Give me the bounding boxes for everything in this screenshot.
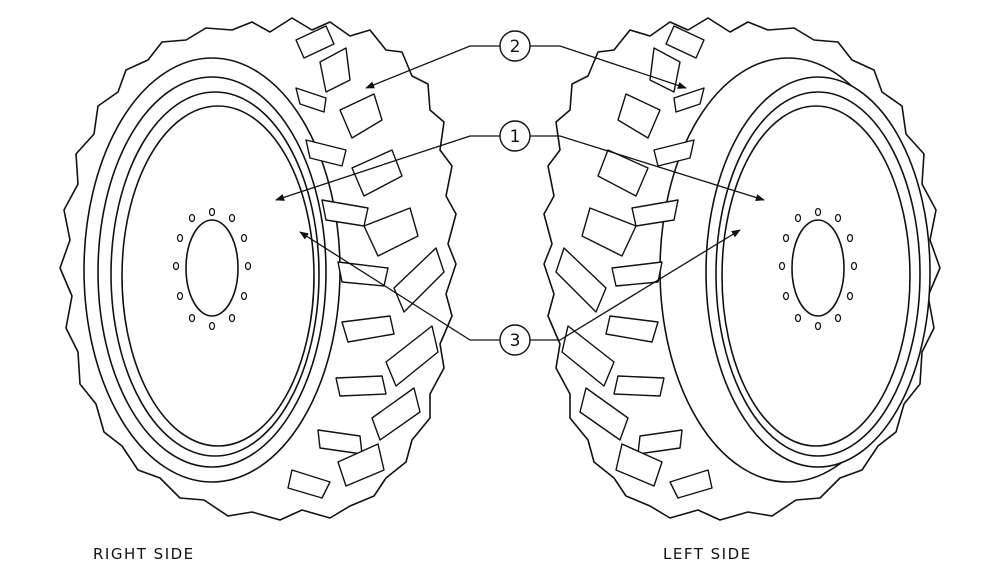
left-hub bbox=[791, 219, 845, 317]
callout-2: 2 bbox=[499, 30, 531, 62]
callout-1-label: 1 bbox=[510, 127, 521, 147]
left-side-tire bbox=[543, 17, 941, 521]
callout-2-label: 2 bbox=[510, 37, 521, 57]
callout-1: 1 bbox=[499, 120, 531, 152]
leader-3-right bbox=[299, 231, 500, 341]
leader-1-right bbox=[275, 135, 500, 201]
leader-3-left bbox=[530, 229, 741, 341]
right-lug-holes bbox=[172, 207, 252, 331]
left-lug-holes bbox=[778, 207, 858, 331]
left-tread-lugs bbox=[555, 25, 713, 499]
right-rim-flange bbox=[121, 105, 315, 447]
callout-1-circle bbox=[499, 120, 531, 152]
callout-3: 3 bbox=[499, 324, 531, 356]
leader-2-left bbox=[530, 45, 687, 89]
right-side-tire bbox=[59, 17, 457, 521]
leader-2-right bbox=[365, 45, 500, 89]
caption-left-side: LEFT SIDE bbox=[663, 545, 752, 563]
callout-3-label: 3 bbox=[510, 331, 521, 351]
callout-2-circle bbox=[499, 30, 531, 62]
callout-3-circle bbox=[499, 324, 531, 356]
leader-1-left bbox=[530, 135, 765, 202]
right-hub bbox=[185, 219, 239, 317]
callout-leaders bbox=[275, 45, 765, 341]
caption-right-side: RIGHT SIDE bbox=[93, 545, 195, 563]
left-rim-flange bbox=[721, 105, 911, 447]
